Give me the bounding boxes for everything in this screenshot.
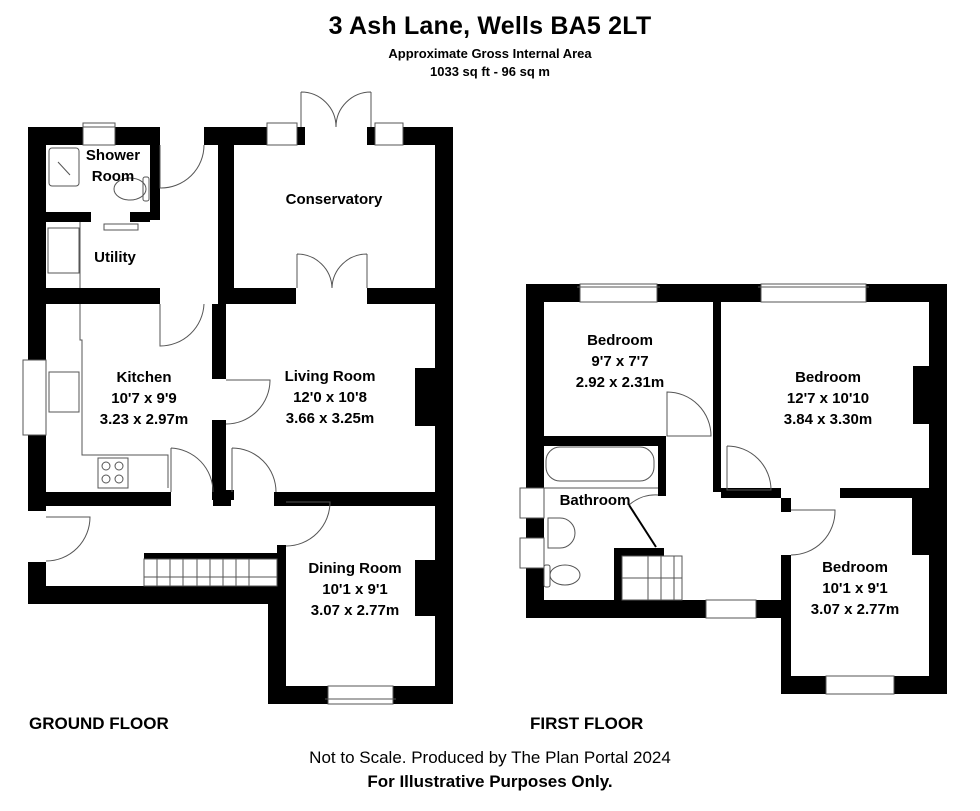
- room-kitchen: Kitchen 10'7 x 9'9 3.23 x 2.97m: [84, 367, 204, 430]
- room-dimensions-imperial: 10'7 x 9'9: [111, 390, 177, 407]
- room-dimensions-imperial: 9'7 x 7'7: [591, 353, 649, 370]
- ground-floor-windows-doors: [22, 91, 404, 705]
- first-floor-walls: [526, 284, 947, 694]
- area-label: Approximate Gross Internal Area: [388, 46, 592, 61]
- room-dimensions-metric: 3.66 x 3.25m: [285, 410, 375, 427]
- room-dimensions-imperial: 12'0 x 10'8: [293, 389, 367, 406]
- ground-floor-label: GROUND FLOOR: [29, 714, 169, 733]
- room-name: Utility: [94, 249, 136, 266]
- plan-title: 3 Ash Lane, Wells BA5 2LT: [328, 12, 652, 40]
- room-bathroom: Bathroom: [552, 490, 638, 511]
- room-name: Kitchen: [116, 369, 172, 386]
- room-dimensions-imperial: 12'7 x 10'10: [786, 390, 870, 407]
- room-shower-room: Shower Room: [80, 145, 146, 187]
- room-dimensions-metric: 3.84 x 3.30m: [783, 411, 873, 428]
- room-name: Bathroom: [559, 492, 631, 509]
- disclaimer-text: Not to Scale. Produced by The Plan Porta…: [309, 748, 671, 767]
- room-name: Living Room: [284, 368, 376, 385]
- room-bedroom-third: Bedroom 10'1 x 9'1 3.07 x 2.77m: [790, 557, 920, 620]
- room-name: Conservatory: [285, 191, 383, 208]
- room-name: Bedroom: [822, 559, 888, 576]
- room-name: Dining Room: [308, 560, 402, 577]
- room-bedroom-main: Bedroom 12'7 x 10'10 3.84 x 3.30m: [748, 367, 908, 430]
- room-name: Shower: [85, 147, 141, 164]
- first-floor-label: FIRST FLOOR: [530, 714, 644, 733]
- room-utility: Utility: [80, 247, 150, 268]
- room-dimensions-metric: 3.07 x 2.77m: [310, 602, 400, 619]
- room-dimensions-imperial: 10'1 x 9'1: [322, 581, 388, 598]
- room-dimensions-metric: 2.92 x 2.31m: [575, 374, 665, 391]
- room-name: Bedroom: [795, 369, 861, 386]
- ground-floor-walls: [28, 127, 453, 704]
- room-bedroom-small: Bedroom 9'7 x 7'7 2.92 x 2.31m: [550, 330, 690, 393]
- illustrative-note: For Illustrative Purposes Only.: [367, 772, 613, 791]
- first-floor-windows-doors: [519, 283, 895, 695]
- room-living-room: Living Room 12'0 x 10'8 3.66 x 3.25m: [240, 366, 420, 429]
- room-conservatory: Conservatory: [234, 189, 434, 210]
- room-name: Room: [91, 168, 135, 185]
- area-value: 1033 sq ft - 96 sq m: [430, 64, 550, 79]
- room-dimensions-imperial: 10'1 x 9'1: [822, 580, 888, 597]
- room-dining-room: Dining Room 10'1 x 9'1 3.07 x 2.77m: [290, 558, 420, 621]
- room-dimensions-metric: 3.23 x 2.97m: [99, 411, 189, 428]
- room-dimensions-metric: 3.07 x 2.77m: [810, 601, 900, 618]
- room-name: Bedroom: [587, 332, 653, 349]
